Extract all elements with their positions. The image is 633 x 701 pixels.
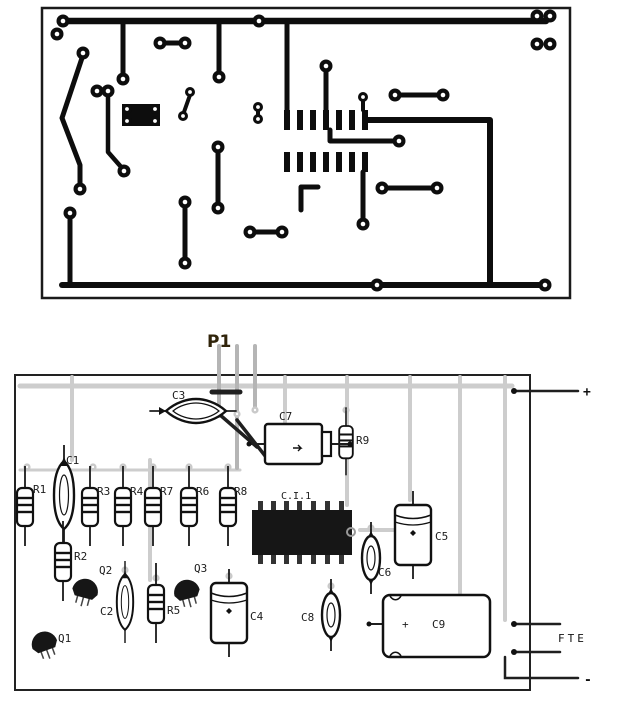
label-r1: R1 xyxy=(33,483,46,496)
label-r9: R9 xyxy=(356,434,369,447)
label-c3: C3 xyxy=(172,389,185,402)
label-plus: + xyxy=(583,385,591,400)
copper-traces xyxy=(58,17,550,288)
ic-footprint-pads xyxy=(284,110,368,172)
label-c7: C7 xyxy=(279,410,292,423)
copper-board xyxy=(40,6,572,300)
label-r4: R4 xyxy=(130,485,144,498)
label-r3: R3 xyxy=(97,485,110,498)
component-ic xyxy=(252,501,356,564)
copper-board-outline xyxy=(40,6,572,300)
label-c1: C1 xyxy=(66,454,79,467)
label-r6: R6 xyxy=(196,485,209,498)
component-c9 xyxy=(366,593,492,659)
component-c3 xyxy=(149,397,237,425)
ic-body xyxy=(252,510,352,555)
components xyxy=(15,397,492,664)
ghost-traces xyxy=(17,375,515,622)
label-fte: FTE xyxy=(558,632,587,645)
label-c2: C2 xyxy=(100,605,113,618)
label-c9-polarity: + xyxy=(402,618,409,631)
label-r2: R2 xyxy=(74,550,87,563)
component-c5 xyxy=(393,489,433,581)
p1-wires xyxy=(209,344,268,470)
label-q3: Q3 xyxy=(194,562,207,575)
label-q2: Q2 xyxy=(99,564,112,577)
label-r5: R5 xyxy=(167,604,180,617)
component-board: P1 + - FTE R1 C1 R3 R4 R7 R6 R8 C3 C7 R9… xyxy=(14,332,592,691)
label-c5: C5 xyxy=(435,530,448,543)
label-r7: R7 xyxy=(160,485,173,498)
label-p1: P1 xyxy=(207,332,231,352)
label-q1: Q1 xyxy=(58,632,71,645)
label-minus: - xyxy=(584,673,592,688)
external-connections xyxy=(503,388,580,680)
label-c6: C6 xyxy=(378,566,391,579)
labels: P1 + - FTE R1 C1 R3 R4 R7 R6 R8 C3 C7 R9… xyxy=(33,332,592,688)
label-c9: C9 xyxy=(432,618,445,631)
label-ic: C.I.1 xyxy=(281,491,311,502)
label-r8: R8 xyxy=(234,485,247,498)
component-c7 xyxy=(246,422,353,466)
component-c4 xyxy=(209,567,249,659)
label-c4: C4 xyxy=(250,610,264,623)
label-c8: C8 xyxy=(301,611,314,624)
